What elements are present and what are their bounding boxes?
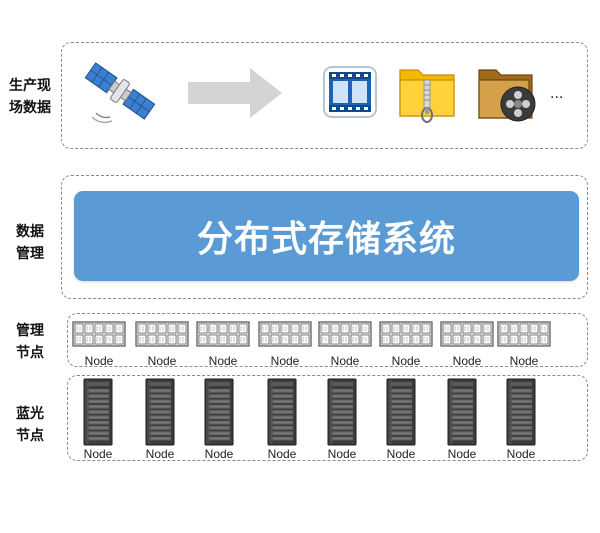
bluray-rack-icon [447, 378, 477, 446]
label-production-data: 生产现 场数据 [4, 75, 56, 119]
zip-folder-icon [399, 69, 455, 123]
bluray-rack-icon [386, 378, 416, 446]
arrow-right-icon [188, 68, 282, 118]
management-server-icon [440, 321, 494, 347]
management-server-icon [72, 321, 126, 347]
management-server-icon [379, 321, 433, 347]
bluray-node-label: Node [145, 447, 175, 461]
more-ellipsis: ... [550, 86, 564, 102]
bluray-nodes-panel [67, 375, 588, 461]
bluray-node-label: Node [447, 447, 477, 461]
management-node-label: Node [452, 354, 482, 368]
management-node-label: Node [330, 354, 360, 368]
label-line: 生产现 [9, 78, 51, 94]
label-data-management: 数据 管理 [4, 221, 56, 265]
management-node-label: Node [509, 354, 539, 368]
storage-system-title: 分布式存储系统 [196, 219, 456, 260]
management-server-icon [258, 321, 312, 347]
bluray-rack-icon [267, 378, 297, 446]
bluray-rack-icon [506, 378, 536, 446]
data-management-panel [61, 175, 588, 299]
video-folder-icon [478, 69, 536, 122]
label-line: 管理 [16, 323, 44, 339]
satellite-icon [84, 62, 156, 124]
label-management-nodes: 管理 节点 [4, 320, 56, 364]
management-node-label: Node [84, 354, 114, 368]
distributed-storage-system-bar: 分布式存储系统 [74, 191, 579, 281]
management-node-label: Node [208, 354, 238, 368]
management-node-label: Node [270, 354, 300, 368]
bluray-node-label: Node [386, 447, 416, 461]
bluray-node-label: Node [204, 447, 234, 461]
bluray-node-label: Node [506, 447, 536, 461]
management-server-icon [497, 321, 551, 347]
bluray-rack-icon [145, 378, 175, 446]
label-bluray-nodes: 蓝光 节点 [4, 403, 56, 447]
label-line: 数据 [16, 224, 44, 240]
bluray-rack-icon [83, 378, 113, 446]
film-strip-icon [323, 66, 377, 118]
bluray-rack-icon [327, 378, 357, 446]
management-nodes-panel [67, 313, 588, 367]
bluray-node-label: Node [267, 447, 297, 461]
label-line: 节点 [16, 345, 44, 361]
label-line: 节点 [16, 428, 44, 444]
bluray-rack-icon [204, 378, 234, 446]
management-node-label: Node [147, 354, 177, 368]
management-node-label: Node [391, 354, 421, 368]
bluray-node-label: Node [83, 447, 113, 461]
production-data-panel [61, 42, 588, 149]
label-line: 蓝光 [16, 406, 44, 422]
label-line: 管理 [16, 246, 44, 262]
management-server-icon [318, 321, 372, 347]
management-server-icon [196, 321, 250, 347]
label-line: 场数据 [9, 100, 51, 116]
management-server-icon [135, 321, 189, 347]
bluray-node-label: Node [327, 447, 357, 461]
